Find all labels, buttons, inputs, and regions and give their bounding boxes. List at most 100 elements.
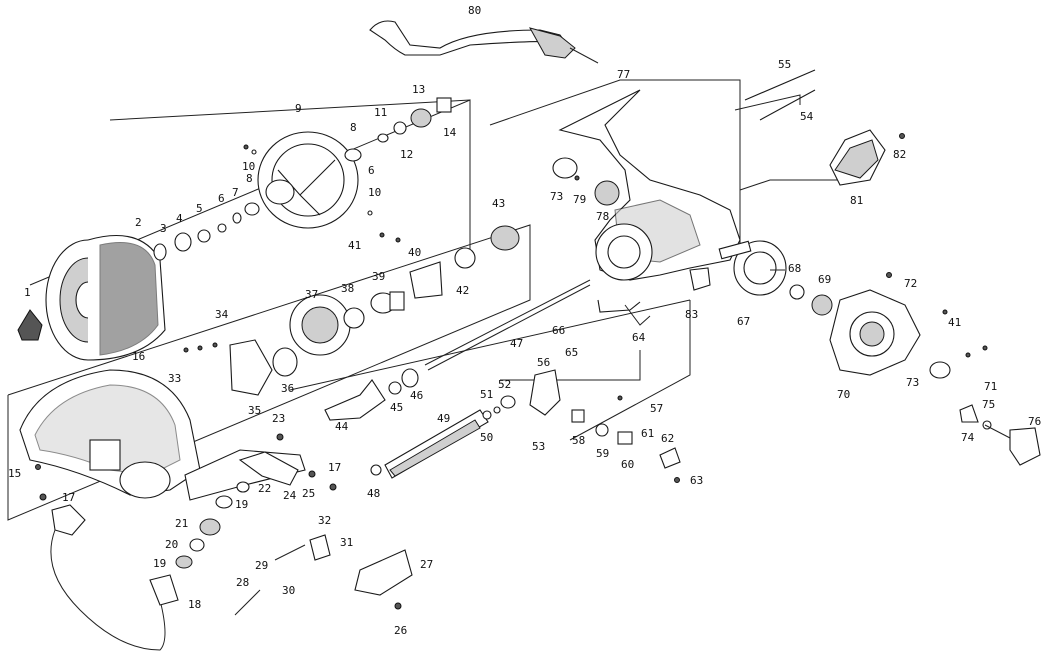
drive-gear-67 (718, 240, 833, 316)
part-label-58: 58 (572, 434, 585, 447)
part-label-12: 12 (400, 148, 413, 161)
part-label-78: 78 (596, 210, 609, 223)
part-label-73-2: 73 (906, 376, 919, 389)
part-label-74: 74 (961, 431, 975, 444)
part-label-26: 26 (394, 624, 407, 637)
part-label-34: 34 (215, 308, 229, 321)
part-label-10-1: 10 (242, 160, 255, 173)
part-label-40: 40 (408, 246, 421, 259)
main-shaft (370, 279, 591, 479)
part-label-68: 68 (788, 262, 801, 275)
part-label-55: 55 (778, 58, 791, 71)
part-label-8-2: 8 (350, 121, 357, 134)
spool-assembly (17, 97, 452, 361)
part-label-65: 65 (565, 346, 578, 359)
part-label-52: 52 (498, 378, 511, 391)
part-label-77: 77 (617, 68, 630, 81)
part-label-14: 14 (443, 126, 457, 139)
part-label-67: 67 (737, 315, 750, 328)
part-label-28: 28 (236, 576, 249, 589)
part-label-64: 64 (632, 331, 646, 344)
part-label-48: 48 (367, 487, 380, 500)
part-label-8-1: 8 (246, 172, 253, 185)
part-label-51: 51 (480, 388, 493, 401)
part-label-46: 46 (410, 389, 423, 402)
part-label-23: 23 (272, 412, 285, 425)
part-label-61: 61 (641, 427, 654, 440)
part-label-44: 44 (335, 420, 349, 433)
oscillation-parts (529, 299, 681, 469)
part-label-5: 5 (196, 202, 203, 215)
part-label-17-1: 17 (328, 461, 341, 474)
part-label-73-1: 73 (550, 190, 563, 203)
part-label-27: 27 (420, 558, 433, 571)
part-label-54: 54 (800, 110, 814, 123)
part-label-24: 24 (283, 489, 297, 502)
part-label-72: 72 (904, 277, 917, 290)
part-label-45: 45 (390, 401, 403, 414)
part-label-37: 37 (305, 288, 318, 301)
part-label-60: 60 (621, 458, 634, 471)
part-label-56: 56 (537, 356, 550, 369)
part-label-59: 59 (596, 447, 609, 460)
part-label-83: 83 (685, 308, 698, 321)
part-label-32: 32 (318, 514, 331, 527)
body-housing (552, 89, 741, 291)
part-label-22: 22 (258, 482, 271, 495)
part-label-13: 13 (412, 83, 425, 96)
part-label-7: 7 (232, 186, 239, 199)
part-label-76: 76 (1028, 415, 1041, 428)
part-label-71: 71 (984, 380, 997, 393)
part-label-41-2: 41 (948, 316, 961, 329)
rods-and-cap (744, 69, 886, 186)
part-label-36: 36 (281, 382, 294, 395)
part-label-29: 29 (255, 559, 268, 572)
part-label-57: 57 (650, 402, 663, 415)
part-label-47: 47 (510, 337, 523, 350)
part-label-62: 62 (661, 432, 674, 445)
part-label-21: 21 (175, 517, 188, 530)
part-label-4: 4 (176, 212, 183, 225)
part-label-38: 38 (341, 282, 354, 295)
part-label-9: 9 (295, 102, 302, 115)
part-label-3: 3 (160, 222, 167, 235)
part-label-49: 49 (437, 412, 450, 425)
part-label-80: 80 (468, 4, 481, 17)
part-label-41-1: 41 (348, 239, 361, 252)
part-label-19-1: 19 (235, 498, 248, 511)
part-label-16: 16 (132, 350, 145, 363)
part-label-66: 66 (552, 324, 565, 337)
part-label-69: 69 (818, 273, 831, 286)
part-label-43: 43 (492, 197, 505, 210)
part-label-82: 82 (893, 148, 906, 161)
part-label-20: 20 (165, 538, 178, 551)
part-label-11: 11 (374, 106, 387, 119)
part-label-42: 42 (456, 284, 469, 297)
part-label-6-1: 6 (218, 192, 225, 205)
part-label-81: 81 (850, 194, 863, 207)
part-label-63: 63 (690, 474, 703, 487)
part-label-33: 33 (168, 372, 181, 385)
part-label-1: 1 (24, 286, 31, 299)
part-label-75: 75 (982, 398, 995, 411)
part-label-53: 53 (532, 440, 545, 453)
part-label-31: 31 (340, 536, 353, 549)
part-label-6-2: 6 (368, 164, 375, 177)
part-label-39: 39 (372, 270, 385, 283)
group-frames (7, 79, 860, 521)
part-label-79: 79 (573, 193, 586, 206)
part-label-18: 18 (188, 598, 201, 611)
side-cover-70 (829, 289, 1041, 466)
part-label-30: 30 (282, 584, 295, 597)
part-label-25: 25 (302, 487, 315, 500)
part-label-70: 70 (837, 388, 850, 401)
part-label-19-2: 19 (153, 557, 166, 570)
screws (35, 133, 988, 610)
rotor-assembly (229, 225, 520, 421)
part-label-2: 2 (135, 216, 142, 229)
part-label-35: 35 (248, 404, 261, 417)
part-label-50: 50 (480, 431, 493, 444)
